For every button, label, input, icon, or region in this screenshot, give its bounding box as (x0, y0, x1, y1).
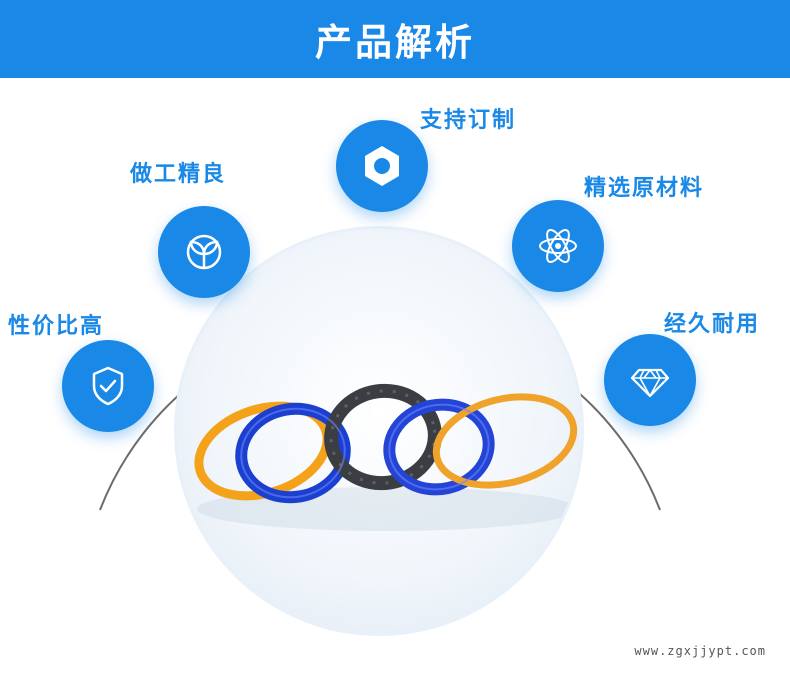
title-banner: 产品解析 (0, 0, 790, 78)
feature-label-customizable: 支持订制 (420, 108, 517, 133)
feature-label-materials: 精选原材料 (584, 176, 705, 201)
feature-label-durable: 经久耐用 (664, 312, 761, 337)
product-image (174, 226, 584, 636)
atom-icon (539, 229, 577, 263)
seal-rings-illustration (194, 383, 578, 531)
feature-craftsmanship (158, 206, 250, 298)
diamond-icon (630, 368, 670, 398)
feature-materials (512, 200, 604, 292)
feature-customizable (336, 120, 428, 212)
shield-check-icon (92, 366, 124, 406)
hex-nut-icon (365, 146, 399, 186)
watermark: www.zgxjjypt.com (634, 644, 766, 658)
sprout-icon (186, 234, 222, 270)
feature-durable (604, 334, 696, 426)
feature-value (62, 340, 154, 432)
feature-label-value: 性价比高 (8, 314, 105, 339)
ring-orange-right (432, 393, 578, 489)
feature-label-craftsmanship: 做工精良 (130, 162, 227, 187)
banner-title: 产品解析 (315, 21, 475, 64)
